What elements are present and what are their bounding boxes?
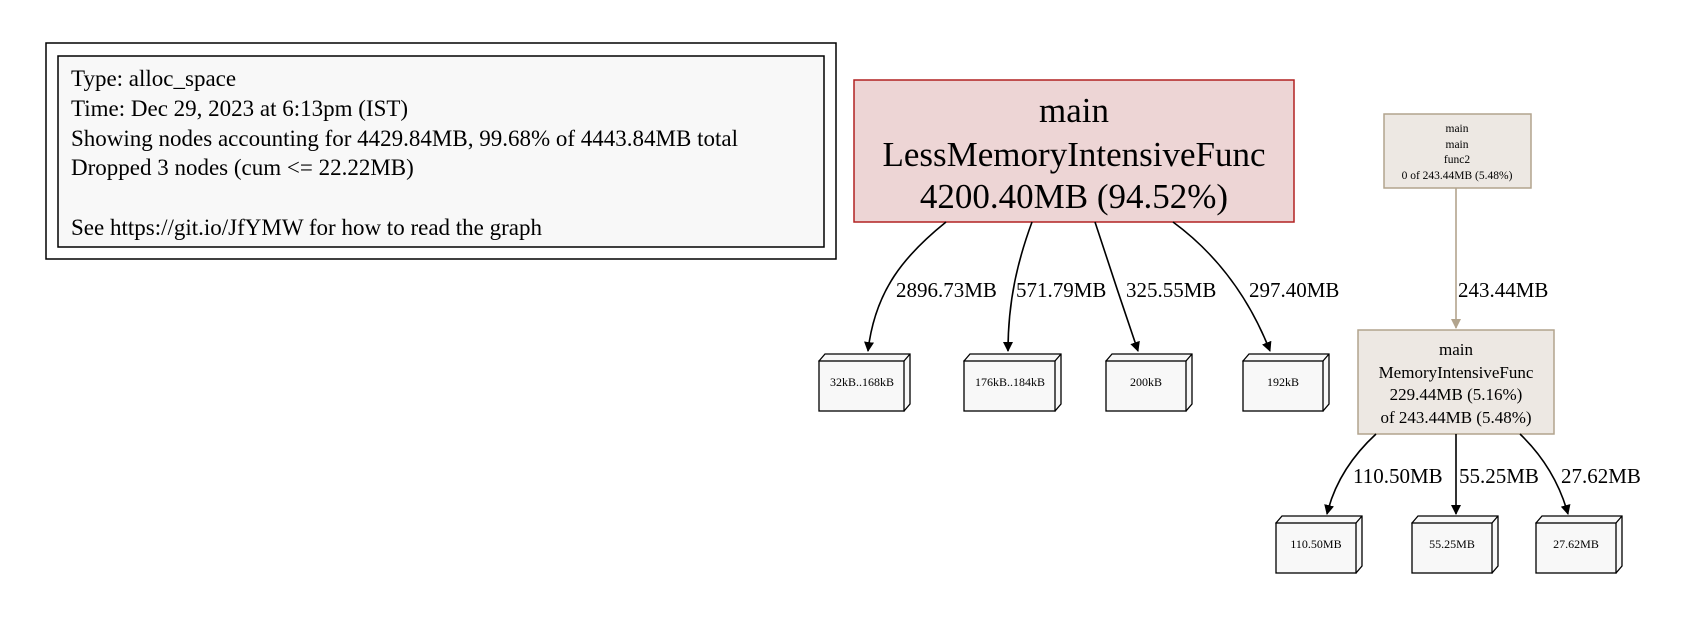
legend-inner-border [57,55,825,248]
edge-label-325mb: 325.55MB [1126,278,1216,302]
legend-line-help: See https://git.io/JfYMW for how to read… [71,215,542,240]
alloc-box-32kb-168kb-front [818,360,905,412]
node-mem-func-flat: 229.44MB (5.16%) [1390,385,1523,404]
alloc-box-110-50mb[interactable]: 110.50MB [1275,515,1363,574]
alloc-box-176kb-184kb[interactable]: 176kB..184kB [962,353,1062,412]
alloc-box-110-50mb-label: 110.50MB [1290,537,1341,551]
alloc-box-27-62mb-edge [1615,515,1623,524]
node-mem-func-package: main [1439,340,1473,359]
edge-label-297mb: 297.40MB [1249,278,1339,302]
alloc-box-110-50mb-front [1275,522,1357,574]
node-less-func-package: main [1039,91,1109,130]
alloc-box-200kb-label: 200kB [1130,375,1162,389]
alloc-box-200kb-front [1105,360,1187,412]
legend: Type: alloc_space Time: Dec 29, 2023 at … [45,42,837,260]
edge-less-func-to-200kb[interactable] [1094,221,1140,352]
alloc-box-176kb-184kb-edge [1054,353,1062,362]
node-less-memory-intensive-func[interactable]: main LessMemoryIntensiveFunc 4200.40MB (… [853,79,1295,223]
alloc-box-110-50mb-edge [1355,515,1363,524]
alloc-box-27-62mb-front [1535,522,1617,574]
alloc-box-55-25mb[interactable]: 55.25MB [1411,515,1499,574]
alloc-box-176kb-184kb-front [963,360,1056,412]
node-less-memory-intensive-func-box [853,79,1295,223]
edge-label-55mb: 55.25MB [1459,464,1539,488]
alloc-box-192kb[interactable]: 192kB [1242,353,1330,412]
edge-less-func-to-176kb[interactable] [1003,221,1033,352]
alloc-box-55-25mb-edge [1491,515,1499,524]
alloc-box-27-62mb[interactable]: 27.62MB [1535,515,1623,574]
edge-mem-func-to-27mb[interactable] [1519,433,1571,515]
alloc-box-27-62mb-label: 27.62MB [1553,537,1599,551]
edge-label-27mb: 27.62MB [1561,464,1641,488]
node-mem-func-name: MemoryIntensiveFunc [1379,363,1534,382]
edge-less-func-to-32kb[interactable] [864,221,947,352]
node-func2-name: func2 [1444,154,1470,166]
node-func2-parent: main [1446,139,1469,151]
node-main-func2-box [1383,113,1532,189]
alloc-box-55-25mb-front [1411,522,1493,574]
node-func2-package: main [1446,123,1469,135]
node-less-func-value: 4200.40MB (94.52%) [920,177,1228,216]
legend-line-showing: Showing nodes accounting for 4429.84MB, … [71,126,738,151]
node-func2-value: 0 of 243.44MB (5.48%) [1402,170,1513,182]
node-memory-intensive-func[interactable]: main MemoryIntensiveFunc 229.44MB (5.16%… [1357,329,1555,435]
node-less-func-name: LessMemoryIntensiveFunc [883,135,1266,174]
alloc-box-176kb-184kb-label: 176kB..184kB [975,375,1045,389]
node-memory-intensive-func-box [1357,329,1555,435]
node-main-func2[interactable]: main main func2 0 of 243.44MB (5.48%) [1383,113,1532,189]
legend-line-type: Type: alloc_space [71,66,236,91]
alloc-box-32kb-168kb-label: 32kB..168kB [830,375,894,389]
alloc-box-192kb-front [1242,360,1324,412]
legend-line-time: Time: Dec 29, 2023 at 6:13pm (IST) [71,96,408,121]
alloc-box-32kb-168kb-edge [903,353,911,362]
node-mem-func-cum: of 243.44MB (5.48%) [1380,408,1531,427]
legend-line-dropped: Dropped 3 nodes (cum <= 22.22MB) [71,155,414,180]
edge-label-571mb: 571.79MB [1016,278,1106,302]
alloc-box-192kb-edge [1322,353,1330,362]
edge-label-2896mb: 2896.73MB [896,278,997,302]
alloc-box-32kb-168kb[interactable]: 32kB..168kB [818,353,911,412]
edge-mem-func-to-110mb[interactable] [1324,433,1377,515]
alloc-box-55-25mb-label: 55.25MB [1429,537,1475,551]
alloc-box-200kb-edge [1185,353,1193,362]
edge-less-func-to-192kb[interactable] [1172,221,1272,352]
alloc-box-200kb[interactable]: 200kB [1105,353,1193,412]
edge-label-110mb: 110.50MB [1353,464,1443,488]
alloc-box-192kb-label: 192kB [1267,375,1299,389]
edge-label-243mb: 243.44MB [1458,278,1548,302]
